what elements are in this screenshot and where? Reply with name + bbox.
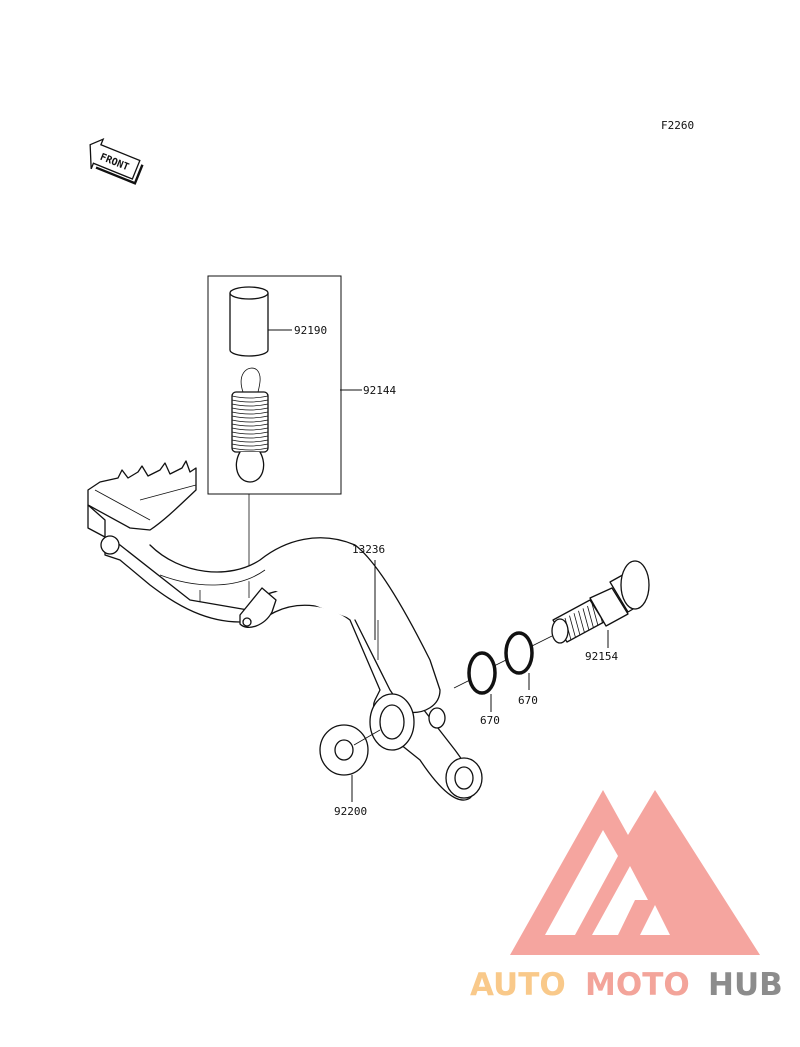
part-label-670-a: 670 bbox=[480, 714, 500, 727]
watermark-auto: AUTO bbox=[470, 967, 566, 1003]
part-label-92200: 92200 bbox=[334, 805, 367, 818]
watermark-text: AUTO MOTO HUB bbox=[470, 967, 783, 1003]
part-label-13236: 13236 bbox=[352, 543, 385, 556]
washer-part bbox=[319, 724, 369, 776]
brake-pedal-part bbox=[87, 460, 483, 801]
figure-code: F2260 bbox=[661, 119, 694, 132]
watermark-hub: HUB bbox=[708, 967, 783, 1003]
spring-part bbox=[231, 367, 269, 483]
part-label-92154: 92154 bbox=[585, 650, 618, 663]
part-label-92144: 92144 bbox=[363, 384, 396, 397]
collar-part bbox=[229, 286, 269, 357]
part-label-92190: 92190 bbox=[294, 324, 327, 337]
o-ring-part bbox=[467, 631, 534, 695]
watermark-logo-icon bbox=[510, 790, 760, 955]
detail-box bbox=[207, 275, 342, 495]
part-label-670-b: 670 bbox=[518, 694, 538, 707]
pivot-shaft-part bbox=[551, 560, 650, 644]
front-arrow-icon: FRONT bbox=[89, 137, 144, 185]
watermark-moto: MOTO bbox=[585, 967, 690, 1003]
